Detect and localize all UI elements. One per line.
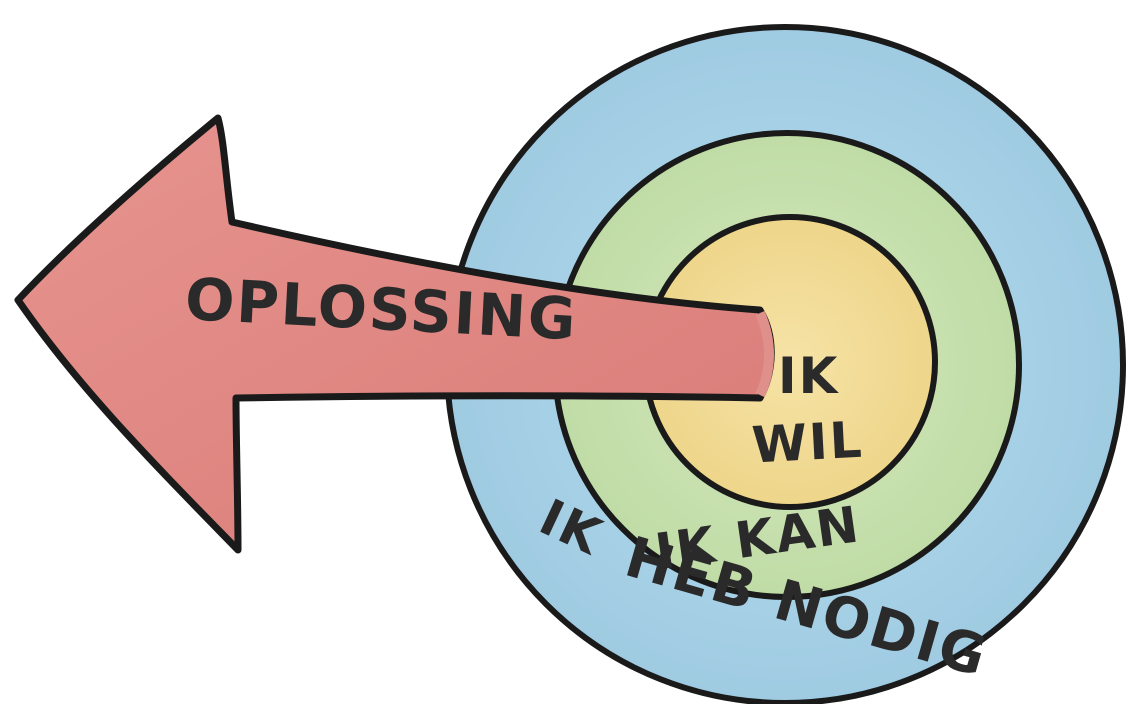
inner-label-line1: IK bbox=[778, 347, 840, 405]
target bbox=[444, 24, 1126, 704]
solution-arrow bbox=[14, 114, 775, 554]
inner-label-line2: WIL bbox=[750, 411, 865, 475]
arrow-shape bbox=[14, 114, 775, 554]
